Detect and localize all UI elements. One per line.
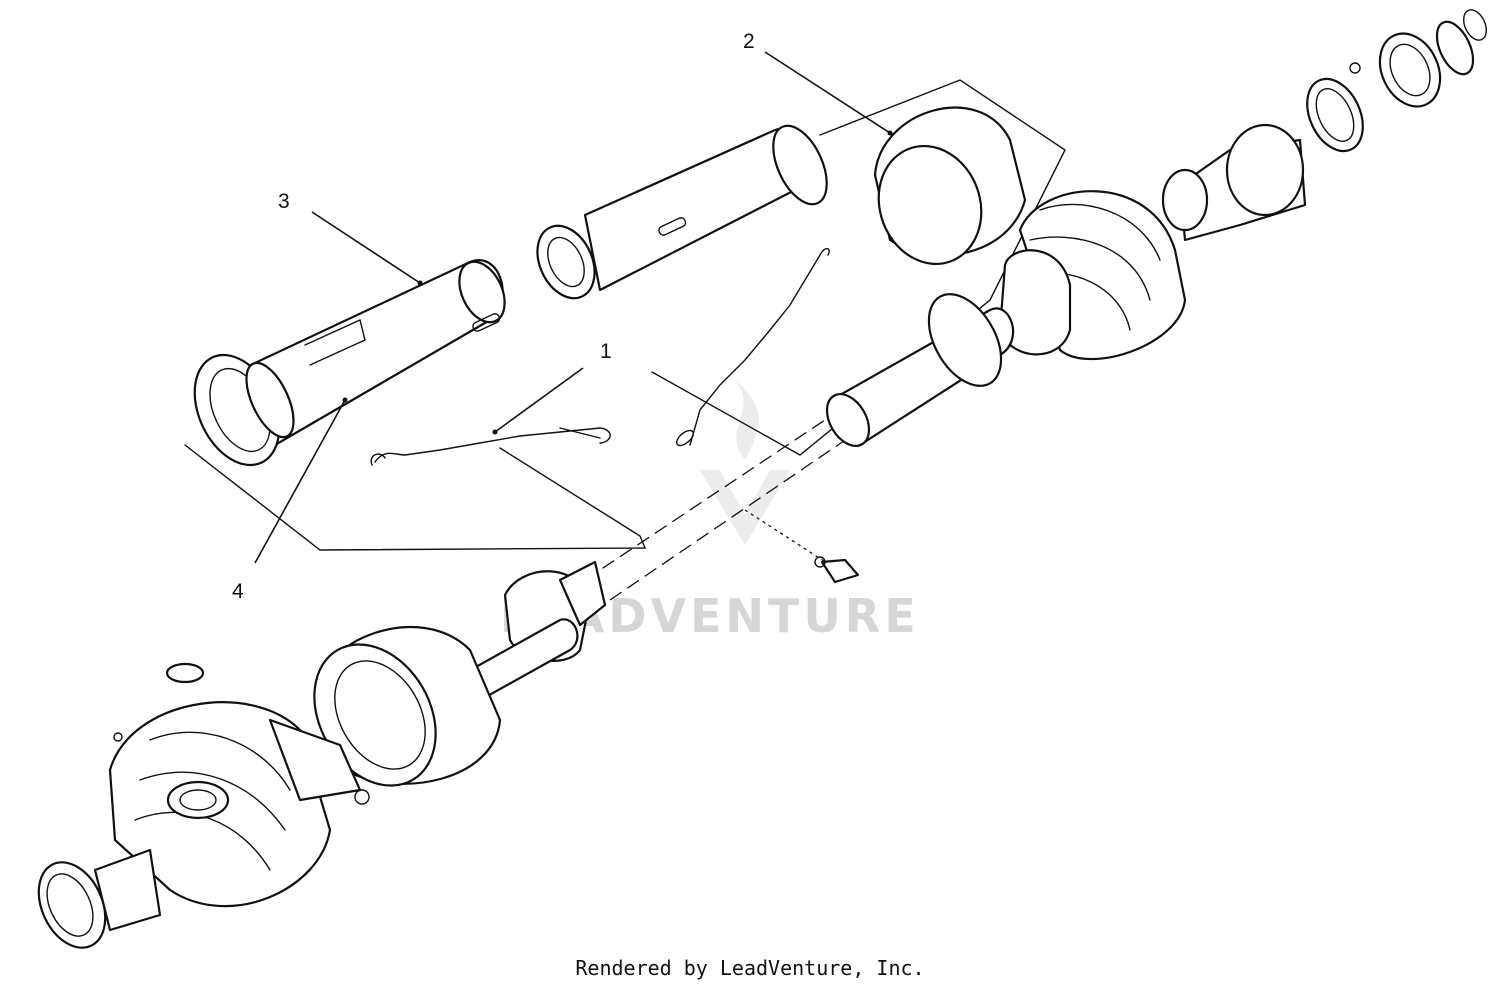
callout-3: 3: [278, 190, 290, 213]
watermark-flame-icon: [735, 380, 759, 460]
ring-set-top-right: [1306, 9, 1488, 153]
part-2-shield-cone: [873, 106, 1027, 266]
part-3-outer-shield-tube: [193, 259, 506, 467]
callout-4: 4: [232, 580, 244, 603]
leader-1: [494, 367, 584, 433]
leader-4: [254, 399, 346, 564]
callout-2: 2: [743, 30, 755, 53]
drive-half-left: [37, 618, 579, 949]
leader-lines: [254, 51, 893, 564]
footer-credit: Rendered by LeadVenture, Inc.: [575, 956, 925, 980]
part-1-safety-chain: [370, 427, 611, 466]
part-2-inner-shield-tube: [536, 124, 828, 300]
callout-1: 1: [600, 340, 612, 363]
safety-chain-second: [675, 247, 830, 447]
watermark-logo-icon: [700, 470, 790, 545]
grease-fitting: [814, 556, 860, 584]
leader-2: [764, 51, 891, 134]
leader-3: [311, 211, 421, 284]
drive-half-right: [825, 123, 1307, 447]
